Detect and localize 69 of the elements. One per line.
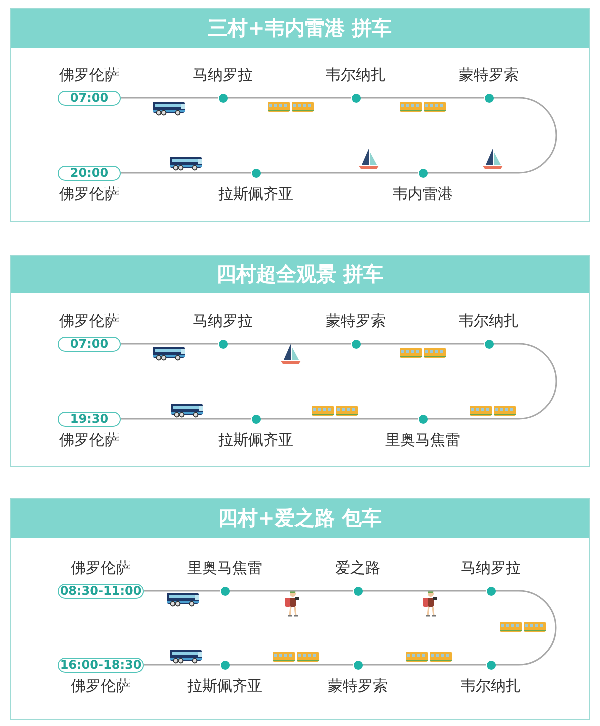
route-line [121, 97, 218, 99]
route-line [362, 590, 486, 592]
route-line [144, 590, 220, 592]
place-label: 里奥马焦雷 [188, 559, 262, 577]
place-label: 马纳罗拉 [461, 559, 521, 577]
route-line [360, 343, 484, 345]
stop-dot [252, 168, 260, 178]
place-label: 马纳罗拉 [193, 312, 253, 330]
place-label: 拉斯佩齐亚 [218, 431, 294, 449]
route-line [228, 97, 352, 99]
route-line [260, 172, 418, 174]
stop-dot [218, 340, 228, 348]
place-label: 爱之路 [336, 559, 380, 577]
panel-title: 三村+韦内雷港 拼车 [208, 15, 392, 42]
place-label: 拉斯佩齐亚 [218, 185, 294, 203]
stop-dot [220, 586, 230, 596]
time-pill: 07:00 [58, 336, 121, 352]
route-line [360, 97, 484, 99]
stop-dot [418, 168, 428, 178]
route-line [228, 343, 352, 345]
stop-dot [252, 414, 260, 424]
stop-dot [220, 660, 230, 670]
panel-title: 四村+爱之路 包车 [218, 505, 382, 532]
place-label: 拉斯佩齐亚 [188, 677, 262, 695]
place-label: 蒙特罗索 [326, 312, 386, 330]
time-pill: 16:00-18:30 [58, 658, 144, 672]
time-pill: 19:30 [58, 412, 121, 426]
route-line [121, 172, 252, 174]
place-label: 佛罗伦萨 [71, 559, 131, 577]
route-line [428, 97, 558, 174]
route-line [496, 590, 557, 666]
panel-title: 四村超全观景 拼车 [216, 261, 384, 288]
place-label: 蒙特罗索 [328, 677, 388, 695]
place-label: 韦尔纳扎 [461, 677, 521, 695]
place-label: 佛罗伦萨 [71, 677, 131, 695]
route-line [428, 343, 558, 420]
stop-dot [486, 660, 496, 670]
stop-dot [218, 94, 228, 102]
place-label: 里奥马焦雷 [386, 431, 460, 449]
route-line [144, 664, 220, 666]
time-pill: 08:30-11:00 [58, 584, 144, 598]
stop-dot [354, 660, 362, 670]
stop-dot [484, 94, 494, 102]
place-label: 韦尔纳扎 [459, 312, 519, 330]
stop-dot [484, 340, 494, 348]
place-label: 佛罗伦萨 [60, 66, 120, 84]
route-line [260, 418, 418, 420]
route-line [230, 664, 354, 666]
stop-dot [352, 340, 360, 348]
stop-dot [486, 586, 496, 596]
place-label: 佛罗伦萨 [60, 431, 120, 449]
time-pill: 20:00 [58, 166, 121, 180]
place-label: 蒙特罗索 [459, 66, 519, 84]
time-pill: 07:00 [58, 90, 121, 106]
place-label: 佛罗伦萨 [60, 185, 120, 203]
place-label: 马纳罗拉 [193, 66, 253, 84]
route-panel [10, 255, 590, 467]
stop-dot [352, 94, 360, 102]
place-label: 韦尔纳扎 [326, 66, 386, 84]
route-line [230, 590, 354, 592]
place-label: 韦内雷港 [393, 185, 453, 203]
route-line [362, 664, 486, 666]
place-label: 佛罗伦萨 [60, 312, 120, 330]
route-panel [10, 498, 590, 720]
stop-dot [354, 586, 362, 596]
route-line [121, 418, 252, 420]
route-panel [10, 8, 590, 222]
route-line [121, 343, 218, 345]
stop-dot [418, 414, 428, 424]
